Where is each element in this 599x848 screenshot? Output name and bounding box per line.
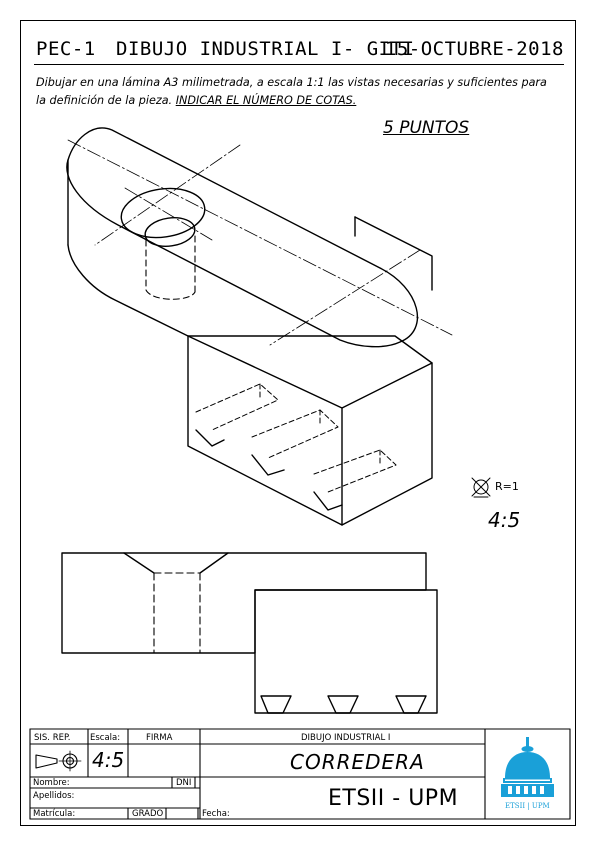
exam-date: 15-OCTUBRE-2018 <box>384 38 564 60</box>
elevation-slot-3 <box>395 695 427 714</box>
matricula-label: Matrícula: <box>33 809 76 819</box>
centerline-hole <box>124 187 213 241</box>
plan-view-outline <box>61 552 427 654</box>
back-wall <box>354 216 433 291</box>
nombre-label: Nombre: <box>33 778 70 788</box>
sheet-frame <box>20 20 576 826</box>
escala-value: 4:5 <box>92 748 125 772</box>
elevation-view-outline <box>254 589 438 714</box>
points-label: 5 PUNTOS <box>383 118 470 138</box>
firma-label: FIRMA <box>146 733 173 743</box>
title-block-lines <box>29 728 571 820</box>
block-front-face <box>187 335 343 526</box>
instructions-dimension-count: INDICAR EL NÚMERO DE COTAS. <box>175 94 357 107</box>
subject-title: DIBUJO INDUSTRIAL I- GITI <box>116 38 415 60</box>
dni-label: DNI <box>176 778 192 788</box>
sis-rep-label: SIS. REP. <box>34 733 71 743</box>
orthographic-views <box>61 552 438 714</box>
dovetail-slots <box>195 429 343 511</box>
upm-logo-windows <box>505 779 550 794</box>
exam-code: PEC-1 <box>36 38 96 60</box>
instructions-line-1: Dibujar en una lámina A3 milimetrada, a … <box>36 76 547 89</box>
counterbore-ellipse <box>120 187 206 239</box>
radius-symbol-icon <box>471 477 491 498</box>
grado-label: GRADO <box>132 809 164 819</box>
projection-symbol <box>35 750 82 772</box>
block-top-edge <box>187 335 433 364</box>
elevation-slot-1 <box>260 695 292 714</box>
part-name: CORREDERA <box>290 750 425 774</box>
apellidos-label: Apellidos: <box>33 791 75 801</box>
elevation-slot-2 <box>327 695 359 714</box>
plan-view-chamfer-right <box>199 552 229 574</box>
radius-label: R=1 <box>495 480 519 493</box>
course-name: DIBUJO INDUSTRIAL I <box>301 733 391 743</box>
instructions-line-2-start: la definición de la pieza. <box>36 94 176 107</box>
fecha-label: Fecha: <box>202 809 230 819</box>
obround-top-face <box>66 127 419 348</box>
instructions: Dibujar en una lámina A3 milimetrada, a … <box>36 74 566 110</box>
centerline-long <box>67 139 453 336</box>
obround-bottom-curve <box>67 244 189 337</box>
block-right-face <box>341 362 433 526</box>
sheet-header: PEC-1 DIBUJO INDUSTRIAL I- GITI 15-OCTUB… <box>34 30 564 65</box>
hidden-hole-bottom <box>145 289 196 300</box>
hidden-slots <box>195 383 397 493</box>
escala-label: Escala: <box>90 733 121 743</box>
isometric-view <box>66 127 453 526</box>
plan-view-chamfer-left <box>123 552 155 574</box>
centerline-cross-2 <box>269 249 421 346</box>
school-name: ETSII - UPM <box>328 786 459 811</box>
centerline-cross-1 <box>94 144 241 246</box>
instructions-line-2: la definición de la pieza. INDICAR EL NÚ… <box>36 92 566 110</box>
annotation-scale: 4:5 <box>488 508 521 532</box>
logo-label: ETSII | UPM <box>505 802 550 810</box>
hole-ellipse <box>144 217 196 247</box>
